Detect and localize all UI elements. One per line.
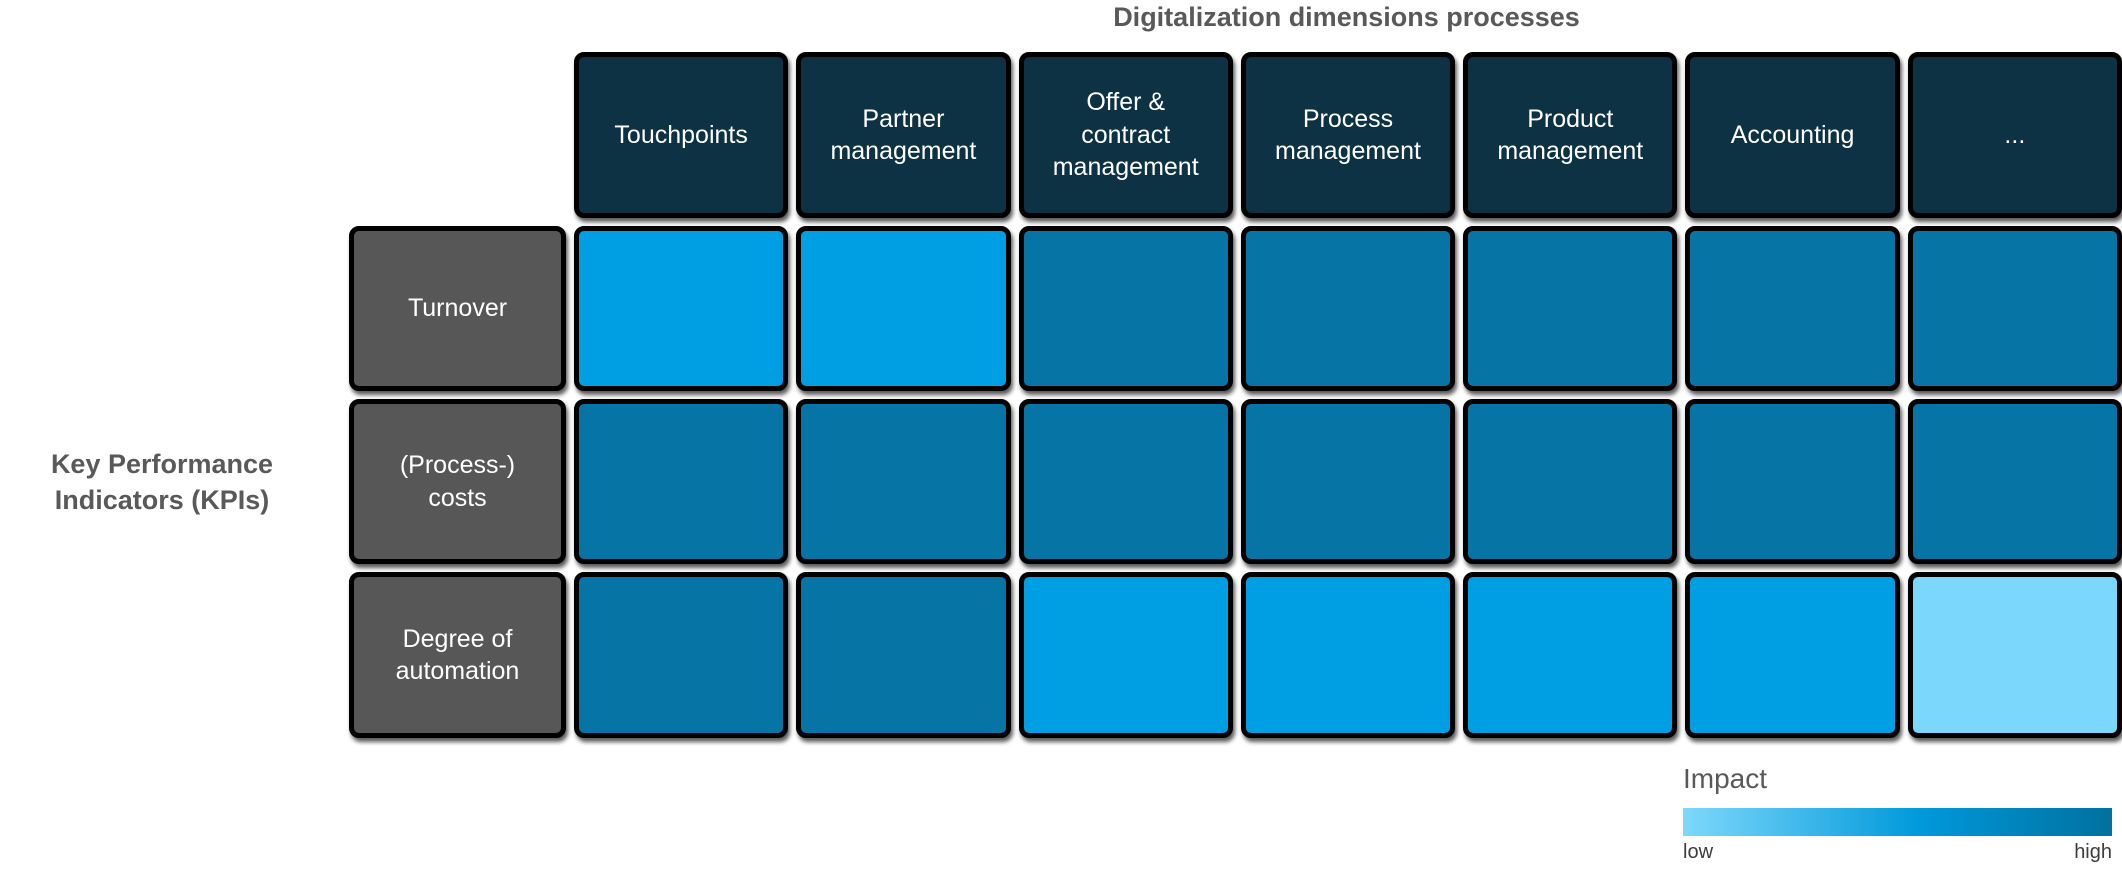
legend-title: Impact bbox=[1683, 763, 1768, 794]
column-header: Offer & contract management bbox=[1018, 52, 1233, 218]
column-header: ... bbox=[1907, 52, 2122, 218]
heatmap-cell bbox=[796, 399, 1011, 564]
heatmap-cell bbox=[574, 399, 789, 564]
legend-high-label: high bbox=[2074, 841, 2112, 863]
column-header: Partner management bbox=[796, 52, 1011, 218]
column-header: Product management bbox=[1463, 52, 1678, 218]
heatmap-cell bbox=[1463, 572, 1678, 738]
heatmap-cell bbox=[796, 226, 1011, 391]
heatmap-cell bbox=[1685, 226, 1900, 391]
heatmap-cell bbox=[1018, 572, 1233, 738]
legend-gradient-bar bbox=[1683, 808, 2112, 836]
column-header: Accounting bbox=[1685, 52, 1900, 218]
column-axis-title: Digitalization dimensions processes bbox=[1113, 2, 1580, 32]
row-header: Turnover bbox=[349, 226, 566, 391]
heatmap-cell bbox=[1907, 226, 2122, 391]
heatmap-cell bbox=[1240, 226, 1456, 391]
heatmap-cell bbox=[1463, 399, 1678, 564]
heatmap-cell bbox=[1018, 226, 1233, 391]
heatmap-cell bbox=[1907, 572, 2122, 738]
heatmap-cell bbox=[574, 226, 789, 391]
column-header: Touchpoints bbox=[574, 52, 789, 218]
heatmap-cell bbox=[1240, 399, 1456, 564]
impact-legend: Impact low high bbox=[1683, 763, 2112, 864]
heatmap-cell bbox=[574, 572, 789, 738]
heatmap-cell bbox=[1018, 399, 1233, 564]
heatmap-cell bbox=[796, 572, 1011, 738]
heatmap-cell bbox=[1685, 399, 1900, 564]
grid-corner-spacer bbox=[349, 52, 566, 218]
heatmap-cell bbox=[1463, 226, 1678, 391]
legend-low-label: low bbox=[1683, 841, 1714, 863]
heatmap-cell bbox=[1907, 399, 2122, 564]
column-header: Process management bbox=[1240, 52, 1456, 218]
row-header: Degree of automation bbox=[349, 572, 566, 738]
row-axis-title: Key Performance Indicators (KPIs) bbox=[50, 449, 274, 515]
heatmap-cell bbox=[1685, 572, 1900, 738]
legend-end-labels: low high bbox=[1683, 841, 2112, 864]
heatmap-cell bbox=[1240, 572, 1456, 738]
row-header: (Process-) costs bbox=[349, 399, 566, 564]
